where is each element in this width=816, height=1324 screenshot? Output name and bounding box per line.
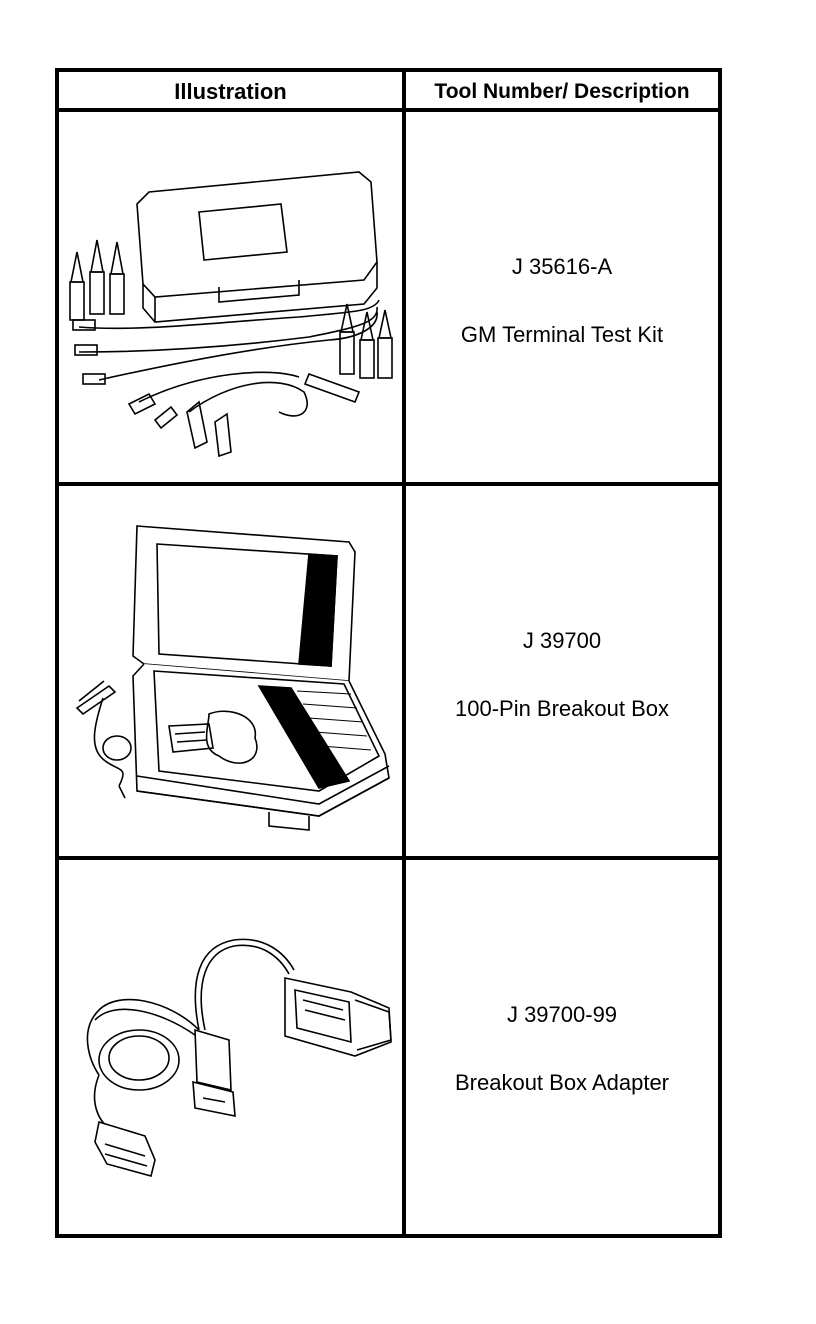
tool-number: J 35616-A (511, 254, 613, 279)
table-row: J 39700-99 Breakout Box Adapter (59, 860, 718, 1234)
column-divider (402, 72, 406, 1234)
table-row: J 39700 100-Pin Breakout Box (59, 486, 718, 860)
table-row: J 35616-A GM Terminal Test Kit (59, 112, 718, 486)
breakout-box-icon (59, 486, 402, 856)
tool-number: J 39700-99 (506, 1002, 618, 1027)
tool-description: Breakout Box Adapter (454, 1070, 670, 1095)
tools-table: Illustration Tool Number/ Description (55, 68, 722, 1238)
breakout-adapter-icon (59, 860, 402, 1234)
tool-description: 100-Pin Breakout Box (454, 696, 670, 721)
terminal-test-kit-icon (59, 112, 402, 482)
tool-description: GM Terminal Test Kit (460, 322, 664, 347)
header-illustration: Illustration (174, 79, 287, 104)
table-header-row: Illustration Tool Number/ Description (59, 72, 718, 112)
tool-number: J 39700 (522, 628, 602, 653)
header-tool-description: Tool Number/ Description (434, 80, 690, 103)
